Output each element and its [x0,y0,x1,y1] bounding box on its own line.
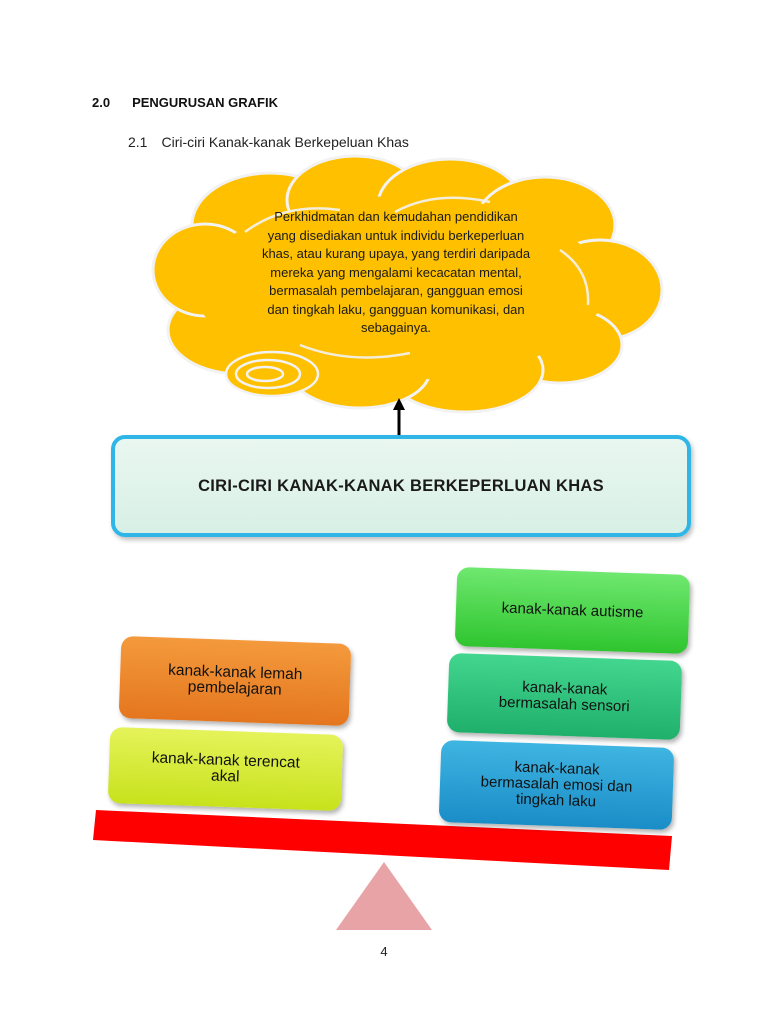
definition-line: sebagainya. [360,320,432,335]
section-heading: 2.0 PENGURUSAN GRAFIK [92,95,278,110]
block-label: kanak-kanak autisme [501,599,644,621]
page-number: 4 [380,944,388,959]
definition-line: bermasalah pembelajaran, gangguan emosi [269,283,523,298]
definition-line: mereka yang mengalami kecacatan mental, [270,264,522,280]
subsection-title: Ciri-ciri Kanak-kanak Berkepeluan Khas [161,134,409,150]
block-bermasalah-emosi: kanak-kanak bermasalah emosi dan tingkah… [438,739,675,831]
block-terencat-akal: kanak-kanak terencat akal [107,726,344,812]
section-title: PENGURUSAN GRAFIK [132,95,278,110]
seesaw-beam [93,810,672,870]
main-title: CIRI-CIRI KANAK-KANAK BERKEPERLUAN KHAS [198,476,604,495]
block-label: pembelajaran [187,678,282,699]
definition-cloud-shape [151,154,664,414]
definition-line: yang disediakan untuk individu berkeperl… [267,227,525,243]
section-number: 2.0 [92,95,111,110]
seesaw-fulcrum [336,862,432,930]
cloud-swirl [224,350,320,398]
block-bermasalah-sensori: kanak-kanak bermasalah sensori [446,652,683,741]
definition-text: Perkhidmatan dan kemudahan pendidikan ya… [228,208,564,338]
connector-arrow [393,398,405,437]
block-lemah-pembelajaran: kanak-kanak lemah pembelajaran [118,636,352,726]
subsection-number: 2.1 [128,134,148,150]
definition-line: Perkhidmatan dan kemudahan pendidikan [274,209,518,224]
subsection-heading: 2.1 Ciri-ciri Kanak-kanak Berkepeluan Kh… [128,134,409,150]
block-label: bermasalah sensori [498,693,630,715]
definition-line: khas, atau kurang upaya, yang terdiri da… [261,246,531,261]
definition-line: dan tingkah laku, gangguan komunikasi, d… [267,301,525,317]
main-title-box: CIRI-CIRI KANAK-KANAK BERKEPERLUAN KHAS [111,435,691,537]
block-autisme: kanak-kanak autisme [454,566,691,655]
